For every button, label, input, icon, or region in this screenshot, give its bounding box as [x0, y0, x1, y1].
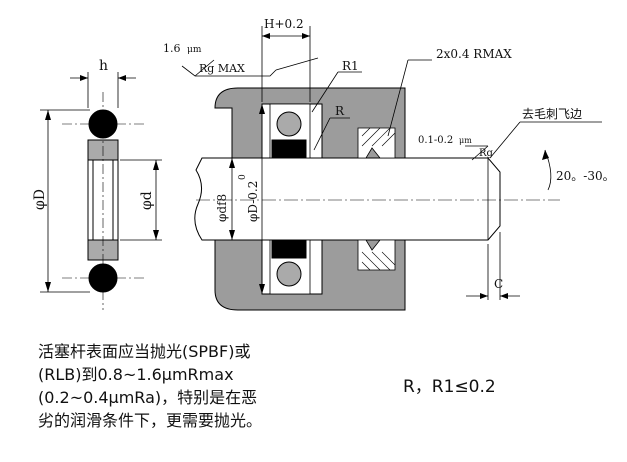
label-phi-d-f8: φdf8 [215, 194, 229, 222]
labels: h φD φd H+0.2 1.6 μm Rg MAX R1 R 2x0.4 R… [32, 17, 615, 291]
bottom-wiper-seal [357, 239, 396, 271]
label-roughness-right-unit: μm [459, 136, 472, 145]
top-installed-seal-ring [271, 139, 307, 159]
polish-note: 活塞杆表面应当抛光(SPBF)或 (RLB)到0.8~1.6μmRmax (0.… [38, 340, 368, 432]
label-chamfer-radius: 2x0.4 RMAX [436, 47, 512, 61]
label-roughness-top-value: 1.6 [163, 42, 181, 55]
bottom-installed-seal-ring [271, 239, 307, 259]
label-phi-d-left: φd [139, 191, 155, 210]
note-line-2: (RLB)到0.8~1.6μmRmax [38, 365, 234, 384]
label-angle: 20。-30。 [556, 169, 615, 183]
radius-formula: R，R1≤0.2 [403, 377, 496, 397]
note-line-1: 活塞杆表面应当抛光(SPBF)或 [38, 342, 251, 361]
label-c: C [494, 277, 503, 291]
label-roughness-right-value: 0.1-0.2 [418, 135, 453, 146]
bottom-housing [214, 239, 406, 311]
label-roughness-top-param: Rg MAX [199, 62, 245, 75]
piston-rod [194, 157, 501, 241]
note-line-3: (0.2~0.4μmRa)，特别是在恶 [38, 388, 258, 407]
label-h: h [99, 58, 108, 74]
label-deburr: 去毛刺飞边 [522, 107, 582, 121]
label-tolerance-h: H+0.2 [264, 17, 304, 31]
label-phi-D-left: φD [32, 189, 48, 210]
top-installed-o-ring [276, 111, 302, 137]
label-r1: R1 [342, 59, 359, 73]
installation-view [194, 87, 560, 311]
label-roughness-right-param: Rg [479, 148, 494, 159]
label-r: R [335, 104, 345, 118]
label-roughness-top-unit: μm [187, 45, 202, 55]
label-tolerance-zero: 0 [238, 174, 248, 180]
top-wiper-seal [357, 127, 396, 159]
label-phi-D-tolerance: φD-0.2 [246, 181, 260, 222]
free-seal-view [40, 72, 162, 310]
bottom-installed-o-ring [276, 261, 302, 287]
dimension-lines [181, 26, 602, 300]
note-line-4: 劣的润滑条件下，更需要抛光。 [38, 411, 263, 430]
